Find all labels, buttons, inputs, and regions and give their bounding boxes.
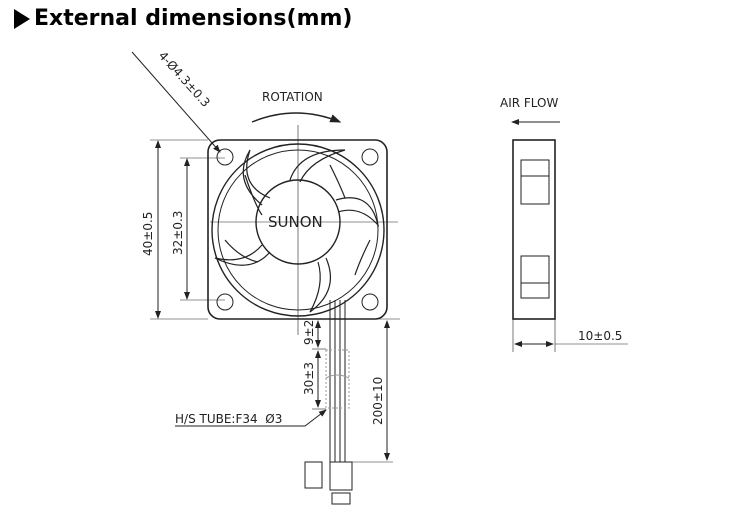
- fan-side-view: [512, 139, 556, 320]
- brand-label: SUNON: [268, 213, 323, 231]
- triangle-bullet-icon: [14, 8, 30, 29]
- height-dimension: 40±0.5: [141, 212, 155, 256]
- hole-pitch-dimension: 32±0.3: [171, 211, 185, 255]
- rotation-arrow-icon: [251, 112, 342, 123]
- rotation-label: ROTATION: [262, 90, 323, 104]
- lead-exit-dimension: 9±2: [302, 320, 316, 345]
- fan-blades: [214, 149, 380, 313]
- tube-length-dimension: 30±3: [302, 362, 316, 395]
- hole-spec-label: 4-Ø4.3±0.3: [156, 49, 213, 110]
- tube-spec-label: H/S TUBE:F34 Ø3: [175, 412, 282, 426]
- title-text: External dimensions(mm): [34, 6, 353, 31]
- fan-front-view: SUNON: [207, 125, 398, 335]
- mounting-holes: [216, 148, 379, 311]
- cable: [304, 300, 353, 505]
- air-flow-label: AIR FLOW: [500, 96, 559, 110]
- cable-length-dimension: 200±10: [371, 377, 385, 425]
- depth-dimension: 10±0.5: [578, 329, 622, 343]
- page-title: External dimensions(mm): [14, 6, 352, 31]
